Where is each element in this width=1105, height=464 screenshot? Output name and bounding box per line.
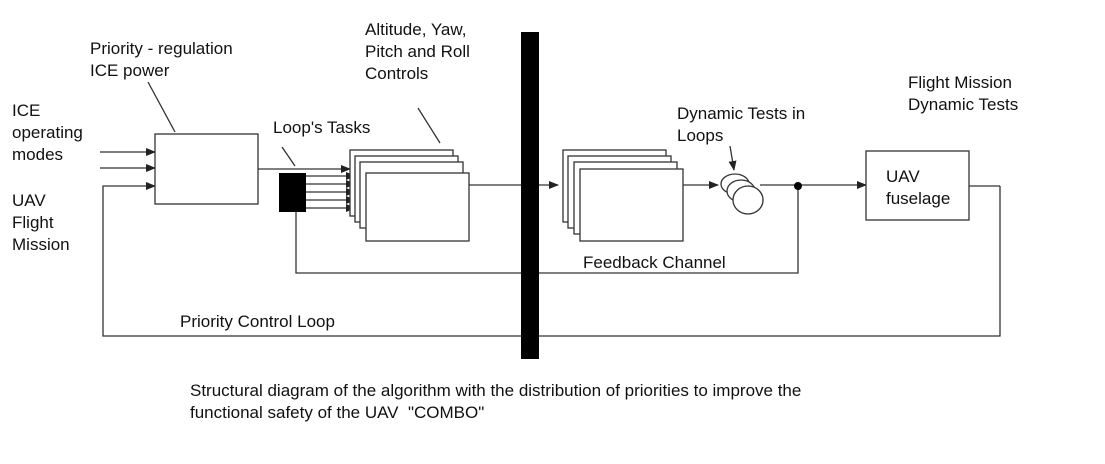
dynamic-test-cylinders: [720, 173, 764, 215]
priority-callout-line: [147, 81, 176, 133]
controls-label: Altitude, Yaw, Pitch and Roll Controls: [365, 20, 470, 83]
flight-mission-tests-label: Flight Mission Dynamic Tests: [908, 73, 1019, 114]
divider-bar: [521, 32, 539, 359]
priority-regulation-block: [154, 133, 259, 205]
loops-tasks-callout-line: [281, 146, 296, 167]
controls-callout-line: [417, 107, 441, 144]
uav-fuselage-label: UAV fuselage: [886, 167, 951, 208]
loop-tasks-stack: [349, 149, 470, 242]
loop-selector-block: [279, 173, 306, 212]
loops-tasks-label: Loop's Tasks: [273, 118, 371, 137]
junction-dot: [794, 182, 802, 190]
ice-modes-label: ICE operating modes: [12, 101, 83, 164]
dynamic-tests-callout-arrow: [728, 145, 737, 171]
feedback-channel-line: [295, 186, 799, 274]
test-loops-stack: [562, 149, 684, 242]
priority-control-loop-line: [102, 182, 1001, 337]
caption-line-1: Structural diagram of the algorithm with…: [190, 381, 802, 400]
caption-line-2: functional safety of the UAV "COMBO": [190, 403, 485, 422]
priority-regulation-label: Priority - regulation ICE power: [90, 39, 233, 80]
priority-control-loop-label: Priority Control Loop: [180, 312, 335, 331]
feedback-channel-label: Feedback Channel: [583, 253, 726, 272]
dynamic-tests-label: Dynamic Tests in Loops: [677, 104, 806, 145]
uav-flight-mission-label: UAV Flight Mission: [12, 191, 70, 254]
uav-fuselage-block: [865, 150, 970, 221]
